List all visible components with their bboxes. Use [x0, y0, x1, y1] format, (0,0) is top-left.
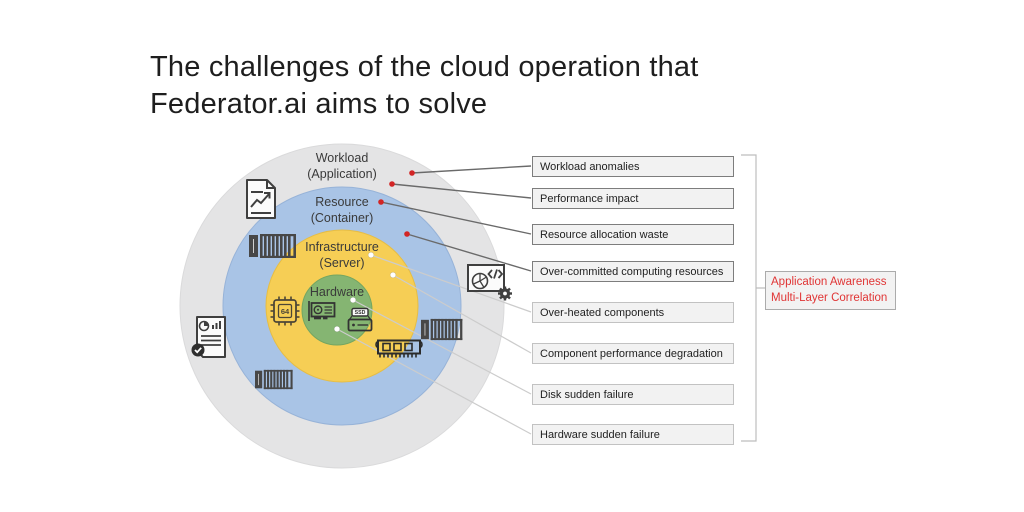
red-dot [409, 170, 415, 176]
slide-title-line2: Federator.ai aims to solve [150, 88, 488, 120]
cpu-64-chip-icon: 64 [270, 296, 300, 326]
challenge-box-resource-allocation-waste: Resource allocation waste [532, 224, 734, 245]
connector-line [391, 183, 532, 199]
summary-line2: Multi-Layer Correlation [771, 291, 888, 304]
ring-label-hardware: Hardware [237, 284, 437, 300]
white-dot [349, 296, 357, 304]
white-dot [389, 271, 397, 279]
white-anchor-dots [333, 251, 397, 333]
ring-label-resource-name: Resource [315, 195, 369, 209]
container-icon [421, 318, 463, 341]
red-dot [389, 181, 395, 187]
ring-label-infrastructure: Infrastructure (Server) [242, 239, 442, 271]
connector-lines-strong [380, 165, 532, 272]
slide-title: The challenges of the cloud operation th… [150, 49, 850, 123]
connector-line [406, 233, 532, 272]
connector-line [336, 328, 532, 435]
report-chart-icon [246, 179, 276, 219]
summary-line1: Application Awareness [771, 276, 887, 288]
ring-label-workload: Workload (Application) [242, 150, 442, 182]
ram-module-icon [375, 339, 423, 358]
ring-label-infrastructure-name: Infrastructure [305, 240, 379, 254]
challenge-box-over-heated: Over-heated components [532, 302, 734, 323]
ring-label-workload-name: Workload [315, 151, 369, 165]
ring-label-resource: Resource (Container) [242, 194, 442, 226]
ring-label-workload-sub: (Application) [307, 167, 377, 181]
report-check-icon [191, 316, 226, 358]
connector-lines-light [336, 254, 532, 435]
challenge-box-disk-failure: Disk sudden failure [532, 384, 734, 405]
challenge-box-workload-anomalies: Workload anomalies [532, 156, 734, 177]
ssd-drive-icon: SSD [347, 307, 373, 332]
red-dot [404, 231, 410, 237]
challenge-box-over-committed: Over-committed computing resources [532, 261, 734, 282]
ssd-label: SSD [355, 310, 366, 316]
white-dot [333, 325, 341, 333]
connector-line [370, 254, 532, 313]
red-dot [378, 199, 384, 205]
red-anchor-dots [378, 170, 415, 237]
container-icon [255, 369, 293, 390]
group-bracket [741, 154, 765, 442]
challenge-box-component-degradation: Component performance degradation [532, 343, 734, 364]
ring-label-hardware-name: Hardware [309, 285, 365, 299]
connector-line [352, 299, 532, 395]
cpu-64-label: 64 [281, 307, 290, 316]
summary-box: Application Awareness Multi-Layer Correl… [765, 271, 896, 310]
ring-label-infrastructure-sub: (Server) [319, 256, 365, 270]
connector-line [392, 274, 532, 354]
ring-label-resource-sub: (Container) [310, 211, 374, 225]
gear-glyph [498, 286, 512, 301]
challenge-box-hardware-failure: Hardware sudden failure [532, 424, 734, 445]
container-icon [249, 234, 296, 258]
connector-line [411, 165, 532, 174]
challenge-box-performance-impact: Performance impact [532, 188, 734, 209]
slide-title-line1: The challenges of the cloud operation th… [150, 51, 699, 83]
white-dot [367, 251, 375, 259]
connector-line [380, 201, 532, 235]
gpu-card-icon [308, 301, 336, 321]
code-analytics-gear-icon [467, 264, 512, 301]
